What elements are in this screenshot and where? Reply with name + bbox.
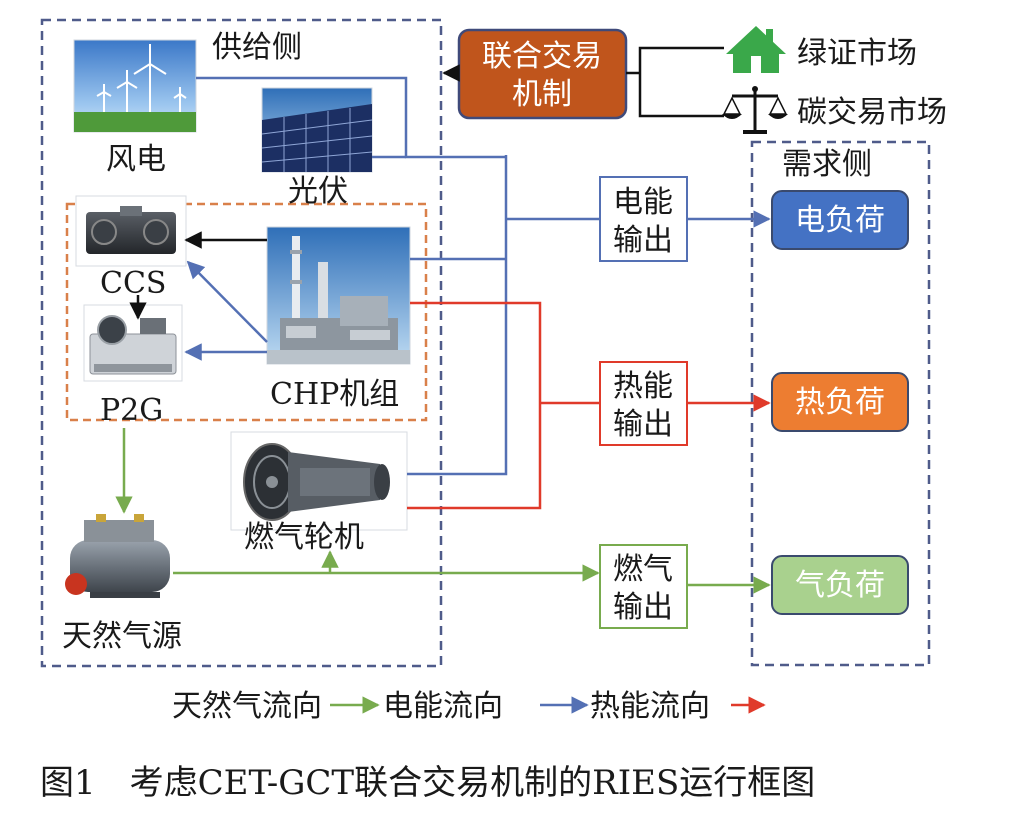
market-connector: [626, 46, 724, 118]
natural-gas-source-image: [63, 512, 175, 604]
scale-icon: [722, 86, 788, 134]
gas-output-box: [599, 544, 688, 629]
wind-power-label: 风电: [106, 142, 166, 177]
ccs-unit-image: [75, 195, 187, 267]
electric-output-line1: 电能: [613, 185, 673, 220]
legend-gas-flow-label: 天然气流向: [172, 689, 322, 724]
mechanism-line2: 机制: [512, 77, 572, 112]
gas-turbine-image: [230, 431, 408, 531]
mechanism-line1: 联合交易: [482, 39, 602, 74]
figure-caption: 图1 考虑CET-GCT联合交易机制的RIES运行框图: [40, 763, 815, 803]
gas-load-box: [771, 555, 909, 615]
pv-label: 光伏: [288, 174, 348, 209]
chp-subsystem-frame: [65, 202, 428, 422]
chp-to-ccs-diagonal-arrow: [186, 260, 268, 343]
green-certificate-market-label: 绿证市场: [797, 36, 917, 71]
demand-side-frame: [750, 140, 931, 667]
pv-panel-image: [261, 87, 373, 173]
wind-farm-image: [73, 39, 197, 133]
electric-output-box: [599, 176, 688, 262]
carbon-trading-market-label: 碳交易市场: [797, 95, 947, 130]
supply-side-frame: [40, 18, 443, 668]
electric-flow-lines: [196, 76, 600, 476]
chp-plant-image: [266, 226, 411, 365]
ccs-label: CCS: [100, 266, 166, 301]
legend-electric-flow-label: 电能流向: [383, 689, 503, 724]
gas-output-line2: 输出: [613, 590, 673, 625]
heat-load-box: [771, 372, 909, 432]
heat-output-box: [599, 361, 688, 446]
electric-load-label: 电负荷: [795, 203, 885, 238]
chp-label: CHP机组: [270, 377, 399, 412]
heat-output-line1: 热能: [613, 369, 673, 404]
supply-side-title: 供给侧: [212, 30, 302, 65]
gas-load-label: 气负荷: [795, 568, 885, 603]
gas-output-line1: 燃气: [613, 552, 673, 587]
demand-side-title: 需求侧: [782, 147, 872, 182]
p2g-label: P2G: [100, 393, 163, 428]
electric-output-line2: 输出: [613, 223, 673, 258]
heat-load-label: 热负荷: [795, 385, 885, 420]
heat-output-line2: 输出: [613, 407, 673, 442]
gas-turbine-label: 燃气轮机: [244, 520, 364, 555]
electric-load-box: [771, 190, 909, 250]
legend-heat-flow-label: 热能流向: [590, 689, 710, 724]
house-icon: [726, 26, 786, 73]
p2g-unit-image: [83, 304, 183, 382]
heat-flow-lines: [407, 301, 600, 510]
natural-gas-source-label: 天然气源: [62, 619, 182, 654]
